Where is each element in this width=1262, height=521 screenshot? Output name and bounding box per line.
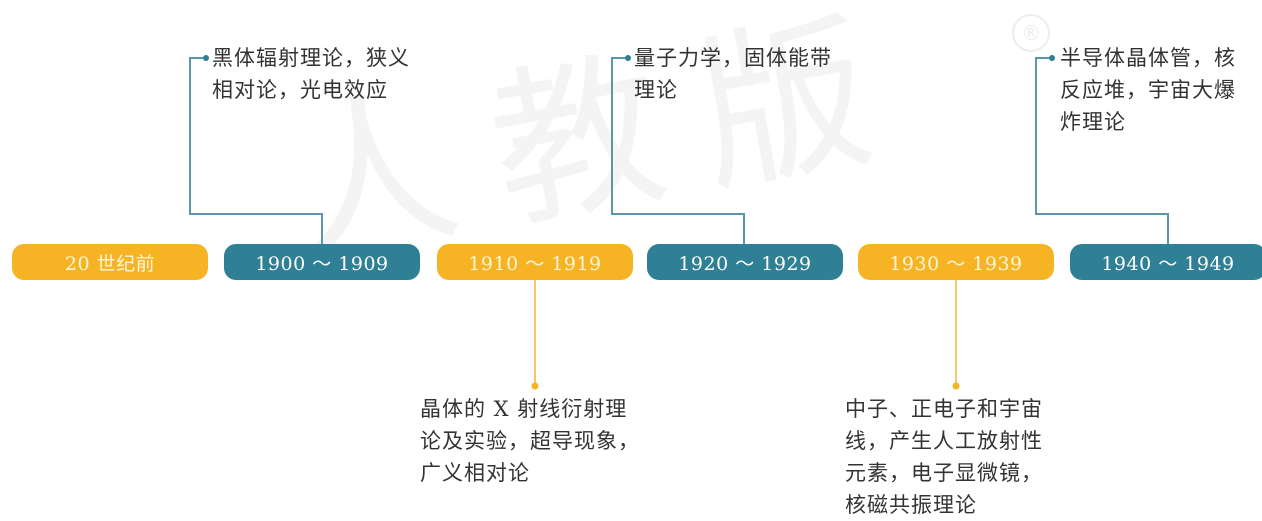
event-line: 晶体的 X 射线衍射理 bbox=[420, 397, 628, 421]
event-line: 元素，电子显微镜， bbox=[845, 461, 1043, 485]
decade-pill-1910: 1910 ～ 1919 bbox=[437, 244, 633, 280]
decade-pill-1900: 1900 ～ 1909 bbox=[224, 244, 420, 280]
event-line: 量子力学，固体能带 bbox=[634, 46, 832, 70]
event-line: 半导体晶体管，核 bbox=[1060, 46, 1236, 70]
connector-1940 bbox=[1035, 57, 1169, 244]
event-note-1910: 晶体的 X 射线衍射理 论及实验，超导现象， 广义相对论 bbox=[420, 393, 640, 489]
event-line: 理论 bbox=[634, 78, 678, 102]
event-note-1920: 量子力学，固体能带 理论 bbox=[634, 42, 832, 106]
decade-pill-1920: 1920 ～ 1929 bbox=[647, 244, 843, 280]
connector-dot-1900 bbox=[203, 55, 209, 61]
decade-pill-1930: 1930 ～ 1939 bbox=[858, 244, 1054, 280]
event-line: 黑体辐射理论，狭义 bbox=[212, 46, 410, 70]
decade-pill-1940: 1940 ～ 1949 bbox=[1070, 244, 1262, 280]
event-line: 广义相对论 bbox=[420, 461, 530, 485]
event-note-1930: 中子、正电子和宇宙 线，产生人工放射性 元素，电子显微镜， 核磁共振理论 bbox=[845, 393, 1043, 521]
connector-dot-1920 bbox=[625, 55, 631, 61]
event-note-1940: 半导体晶体管，核 反应堆，宇宙大爆 炸理论 bbox=[1060, 42, 1236, 138]
registered-mark-icon: ® bbox=[1012, 14, 1050, 52]
connector-dot-1910 bbox=[531, 382, 539, 390]
event-line: 论及实验，超导现象， bbox=[420, 429, 640, 453]
event-line: 线，产生人工放射性 bbox=[845, 429, 1043, 453]
event-line: 反应堆，宇宙大爆 bbox=[1060, 78, 1236, 102]
event-line: 炸理论 bbox=[1060, 110, 1126, 134]
connector-dot-1930 bbox=[952, 382, 960, 390]
event-line: 中子、正电子和宇宙 bbox=[845, 397, 1043, 421]
decade-pill-pre-1900: 20 世纪前 bbox=[12, 244, 208, 280]
connector-dot-1940 bbox=[1049, 55, 1055, 61]
connector-1900 bbox=[189, 57, 323, 244]
event-line: 核磁共振理论 bbox=[845, 493, 977, 517]
event-note-1900: 黑体辐射理论，狭义 相对论，光电效应 bbox=[212, 42, 410, 106]
event-line: 相对论，光电效应 bbox=[212, 78, 388, 102]
connector-1920 bbox=[611, 57, 745, 244]
